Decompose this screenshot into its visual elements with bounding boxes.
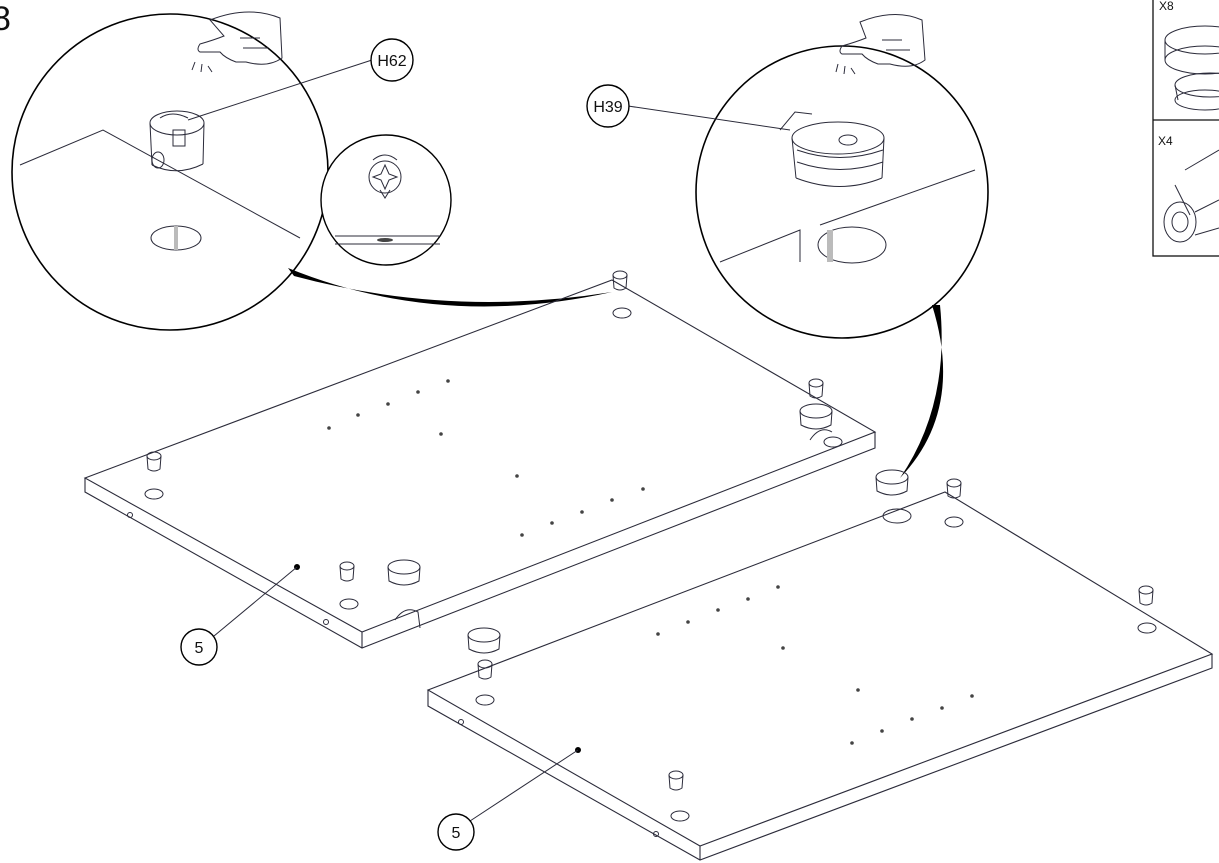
cam-dowel-fitting-icon [467, 627, 501, 654]
dowel-cam-part-icon [1163, 149, 1219, 243]
pressing-hand-icon-right [835, 13, 926, 75]
parts-qty-cam-lock: X8 [1159, 0, 1174, 13]
cam-lock-fitting-icon [668, 770, 684, 791]
callout-panel-5-upper: 5 [195, 640, 204, 657]
callout-panel-5-lower: 5 [452, 825, 461, 842]
parts-qty-dowel-cam: X4 [1158, 134, 1173, 148]
cam-lock-part-icon [1164, 25, 1219, 111]
cam-lock-fitting-icon [339, 561, 355, 582]
detail-connector-left [288, 268, 612, 307]
cam-dowel-fitting-icon [875, 469, 909, 496]
cam-lock-fitting-icon [808, 378, 824, 399]
step-number: 8 [0, 0, 11, 38]
callout-h62: H62 [377, 53, 406, 70]
callout-circle-panel-5-upper [180, 628, 218, 666]
screwdriver-detail-circle [320, 134, 452, 266]
cam-lock-fitting-icon [612, 270, 628, 291]
callout-circle-h39 [586, 84, 630, 128]
detail-connector-right [900, 305, 944, 478]
panel-5-upper: 5 [83, 270, 877, 666]
cam-lock-fitting-icon [477, 659, 493, 680]
parts-box: X8 X4 [1152, 0, 1219, 257]
cam-dowel-fitting-icon [799, 403, 833, 430]
detail-circle-h39: H39 [586, 13, 989, 339]
panel-5-lower: 5 [426, 469, 1214, 861]
cam-lock-fitting-icon [946, 478, 962, 499]
cam-dowel-fitting-h39 [779, 111, 885, 187]
callout-circle-panel-5-lower [437, 813, 475, 851]
cam-dowel-fitting-icon [387, 559, 421, 586]
cam-lock-fitting-h62 [149, 110, 205, 172]
pressing-hand-icon-left [191, 11, 283, 73]
phillips-screwdriver-icon [368, 154, 402, 199]
callout-circle-h62 [370, 38, 414, 82]
detail-circle-h62: H62 [11, 11, 414, 331]
cam-lock-fitting-icon [1138, 585, 1154, 606]
callout-h39: H39 [593, 99, 622, 116]
cam-lock-fitting-icon [146, 451, 162, 472]
